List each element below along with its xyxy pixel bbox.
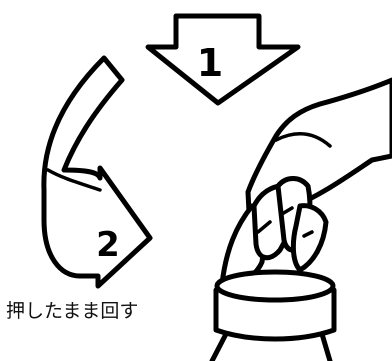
hand-icon: [219, 77, 392, 287]
turn-curved-arrow-icon: 2: [41, 55, 153, 289]
press-down-arrow-icon: 1: [145, 13, 301, 106]
step-1-number: 1: [197, 41, 223, 85]
instruction-caption: 押したまま回す: [6, 300, 139, 322]
step-2-number: 2: [96, 225, 120, 265]
cap-icon: [209, 269, 337, 361]
